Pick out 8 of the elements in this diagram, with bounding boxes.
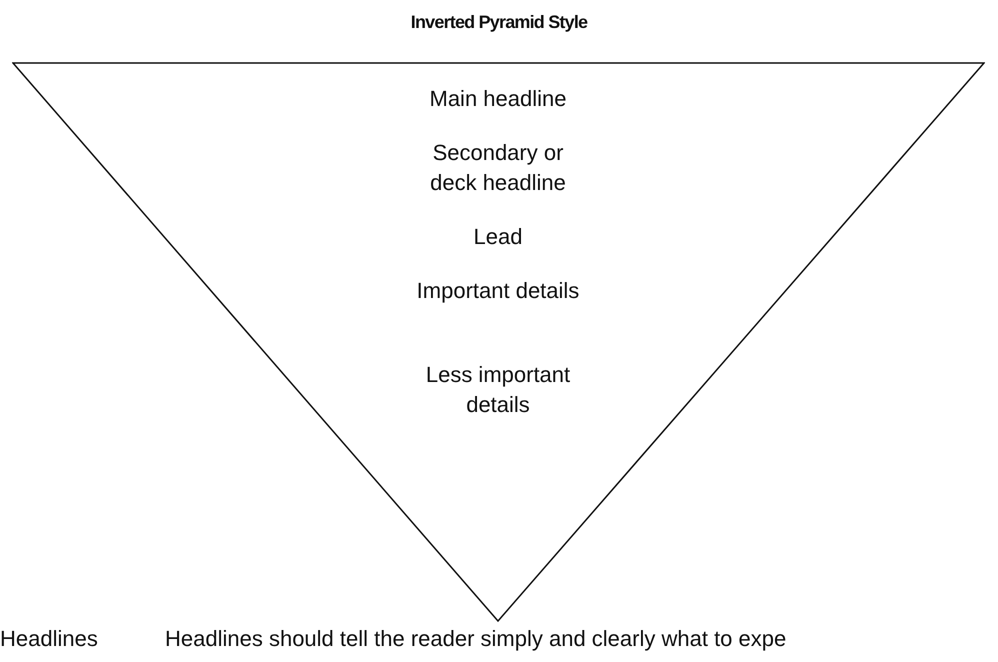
caption-text: Headlines should tell the reader simply and clearly what to expe <box>165 626 786 652</box>
pyramid-text: Main headline <box>428 85 568 113</box>
pyramid-text: Less important details <box>424 361 572 419</box>
pyramid-text: Lead <box>472 223 524 251</box>
diagram-title: Inverted Pyramid Style <box>410 12 588 33</box>
pyramid-text: Important details <box>416 277 580 305</box>
pyramid-text: Secondary or deck headline <box>429 139 567 197</box>
caption-text: Headlines <box>0 626 98 652</box>
